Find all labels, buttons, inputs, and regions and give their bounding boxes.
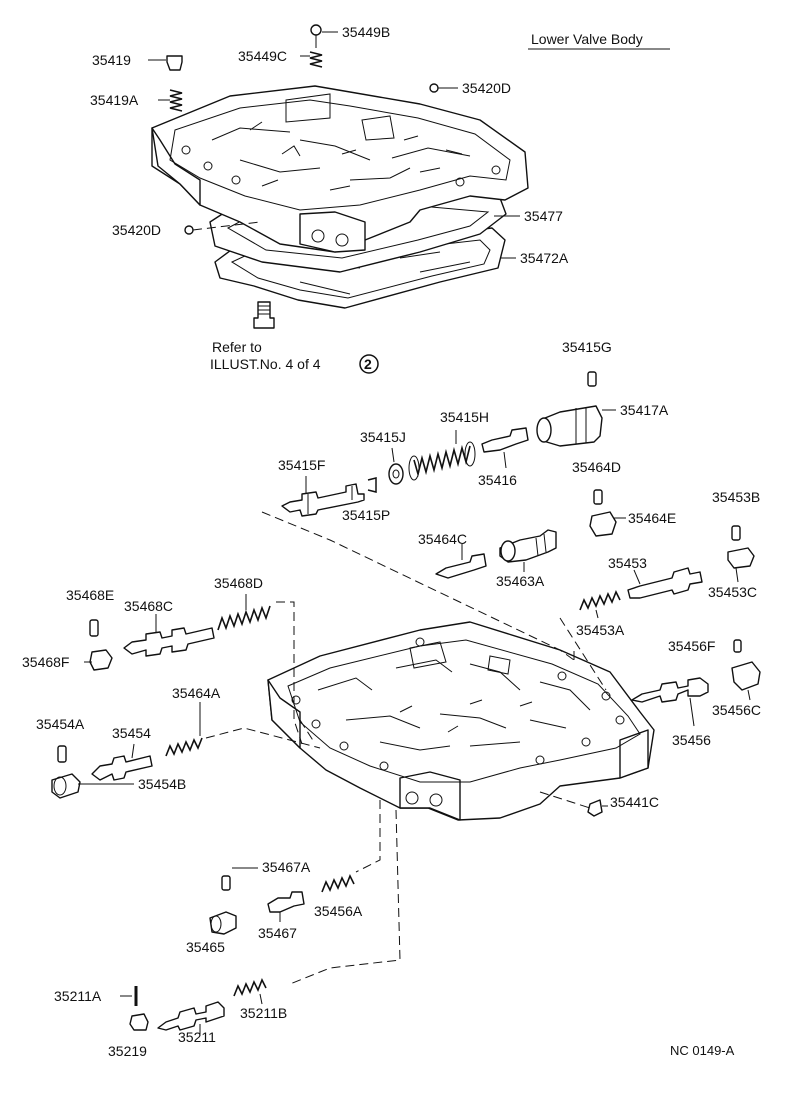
label-35464D: 35464D (572, 459, 621, 475)
spring-35468D (217, 605, 271, 631)
part-35468F (89, 649, 113, 671)
label-35468F: 35468F (22, 654, 69, 670)
part-35441C (587, 799, 603, 817)
label-35456: 35456 (672, 732, 711, 748)
part-35468E (89, 619, 99, 637)
label-35211B: 35211B (240, 1005, 287, 1021)
part-35464C (435, 553, 487, 579)
left-valve-group: 35468E 35468F 35468C 35468D 35464A 35454… (22, 575, 271, 799)
part-35467 (267, 891, 305, 913)
part-35211 (157, 1001, 225, 1031)
label-35415J: 35415J (360, 429, 406, 445)
label-35472A: 35472A (520, 250, 569, 266)
label-35415H: 35415H (440, 409, 489, 425)
refer-line2: ILLUST.No. 4 of 4 (210, 356, 321, 372)
label-35468D: 35468D (214, 575, 263, 591)
lower-valve-body (267, 621, 655, 821)
label-35419A: 35419A (90, 92, 139, 108)
part-35456 (631, 677, 709, 703)
label-35453: 35453 (608, 555, 647, 571)
part-35465 (209, 911, 237, 935)
label-35477: 35477 (524, 208, 563, 224)
lower-valve-body-outline (267, 621, 655, 821)
part-35464D (593, 489, 603, 505)
label-35456A: 35456A (314, 903, 363, 919)
upper-valve-body-assembly (151, 85, 529, 329)
spring-35464A (165, 737, 203, 757)
label-35415F: 35415F (278, 457, 325, 473)
label-35415G: 35415G (562, 339, 612, 355)
spring-35456A (321, 874, 355, 893)
label-35453B: 35453B (712, 489, 760, 505)
part-35449B (310, 24, 322, 36)
label-35449B: 35449B (342, 24, 390, 40)
part-35419 (166, 55, 183, 71)
spring-35419A (169, 89, 183, 112)
label-35464C: 35464C (418, 531, 467, 547)
part-35464E (589, 511, 617, 537)
label-35465: 35465 (186, 939, 225, 955)
part-35454 (91, 755, 153, 781)
label-35454B: 35454B (138, 776, 186, 792)
label-35454A: 35454A (36, 716, 85, 732)
part-35415F (281, 483, 365, 517)
label-35467: 35467 (258, 925, 297, 941)
label-35453C: 35453C (708, 584, 757, 600)
label-35467A: 35467A (262, 859, 311, 875)
label-35464E: 35464E (628, 510, 676, 526)
label-35463A: 35463A (496, 573, 545, 589)
label-35456F: 35456F (668, 638, 715, 654)
refer-circle-number: 2 (364, 356, 372, 372)
label-35415P: 35415P (342, 507, 390, 523)
refer-line1: Refer to (212, 339, 262, 355)
label-35441C: 35441C (610, 794, 659, 810)
label-35468C: 35468C (124, 598, 173, 614)
label-35449C: 35449C (238, 48, 287, 64)
refer-circle (359, 354, 379, 374)
part-35453C (727, 547, 755, 569)
label-35416: 35416 (478, 472, 517, 488)
part-35415G (587, 371, 597, 387)
part-35468C (123, 627, 215, 657)
part-35456C (731, 661, 761, 691)
label-35211: 35211 (178, 1029, 216, 1045)
diagram-title: Lower Valve Body (531, 31, 643, 47)
bolt-below-gasket (253, 301, 275, 329)
part-35456F (733, 639, 742, 653)
right-lower-group: 35456F 35456C 35456 35441C (587, 638, 761, 817)
label-35219: 35219 (108, 1043, 147, 1059)
diagram-code: NC 0149-A (670, 1043, 735, 1058)
part-35415J (388, 463, 404, 485)
spring-35453A (579, 590, 621, 611)
label-35468E: 35468E (66, 587, 114, 603)
spring-35415H (413, 444, 471, 478)
ball-35420D-left (184, 225, 194, 235)
label-35417A: 35417A (620, 402, 669, 418)
assembly-lines (205, 511, 607, 985)
middle-valve-group: 35415G 35417A 35416 35415H 35415J 35415P… (278, 339, 760, 638)
part-35467A (221, 875, 231, 891)
part-35453 (627, 567, 703, 599)
label-35420D-top: 35420D (462, 80, 511, 96)
part-35416 (481, 427, 529, 453)
label-35211A: 35211A (54, 988, 102, 1004)
label-35454: 35454 (112, 725, 151, 741)
upper-small-parts: 35419 35419A 35449B 35449C 35420D 35420D… (90, 24, 569, 374)
part-35219 (129, 1013, 149, 1031)
label-35464A: 35464A (172, 685, 221, 701)
label-35456C: 35456C (712, 702, 761, 718)
spring-35449C (309, 51, 323, 68)
spring-35211B (233, 978, 267, 997)
part-35454A (57, 745, 67, 763)
part-35415P (367, 477, 377, 493)
part-35453B (731, 525, 741, 541)
ball-35420D-top (429, 83, 439, 93)
bottom-group: 35467A 35456A 35467 35465 35211A 35219 3… (54, 859, 735, 1059)
label-35419: 35419 (92, 52, 131, 68)
label-35420D-left: 35420D (112, 222, 161, 238)
label-35453A: 35453A (576, 622, 625, 638)
